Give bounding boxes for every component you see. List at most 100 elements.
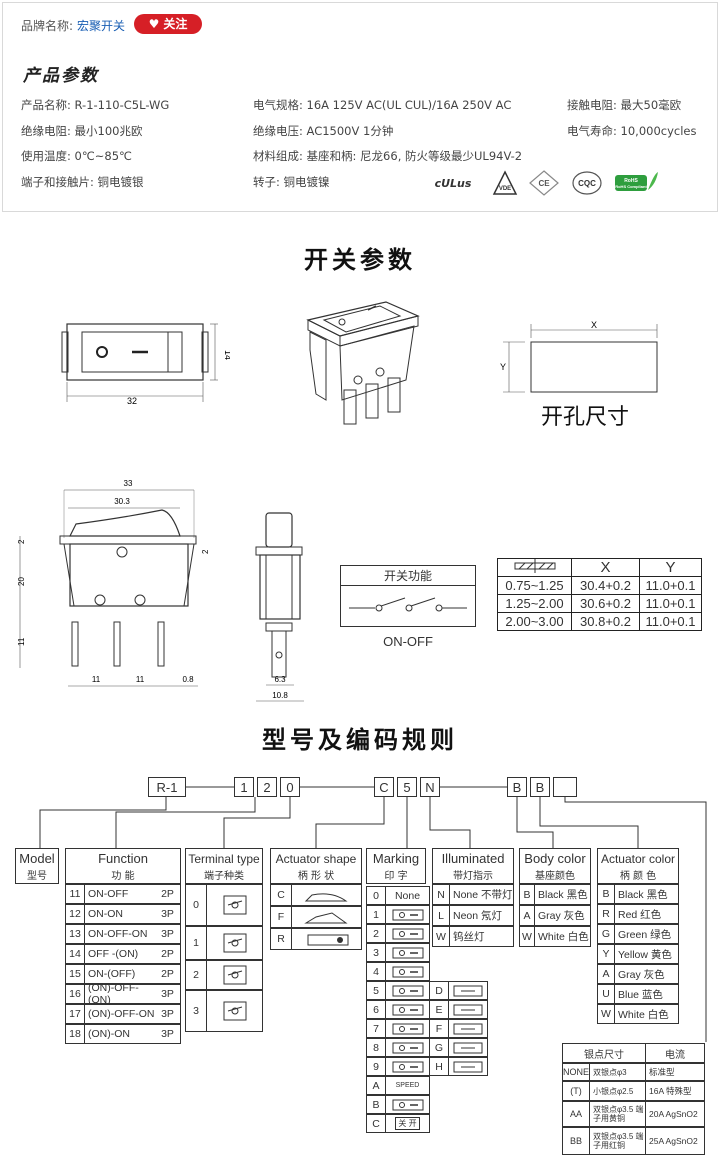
function-name: (ON)-OFF-(ON) [84,982,156,1006]
svg-text:14: 14 [223,350,230,360]
actuator-color-code: W [597,1004,615,1024]
svg-text:11: 11 [92,675,101,684]
actuator-color-name: Green 绿色 [614,924,679,944]
cul-us-logo: cULus [434,176,472,190]
silver-current: 16A 特殊型 [645,1081,705,1101]
side-view-drawing: 33 30.3 2 20 11 2 11 11 0.8 [17,479,210,687]
svg-text:RoHS: RoHS [624,178,638,184]
svg-text:X: X [591,320,597,330]
switch-section-title: 开关参数 [304,246,416,274]
function-code: 15 [65,964,85,984]
function-code: 17 [65,1004,85,1024]
function-name: ON-(OFF) [84,964,156,984]
param-insulation-resistance: 绝缘电阻: 最小100兆欧 [21,124,143,138]
illuminated-code: L [432,905,450,926]
param-insulation-voltage: 绝缘电压: AC1500V 1分钟 [253,124,394,138]
svg-text:VDE: VDE [499,186,511,192]
function-name: ON-OFF [84,884,156,904]
svg-text:0.8: 0.8 [182,675,194,684]
table-cell: 30.4+0.2 [571,576,640,595]
function-poles: 3P [155,1004,181,1024]
table-cell: 11.0+0.1 [639,576,702,595]
follow-label: 关注 [163,17,188,31]
body-color-name: Gray 灰色 [534,905,591,926]
table-cell: 11.0+0.1 [639,612,702,631]
silver-code: NONE [562,1063,590,1081]
actuator-color-code: B [597,884,615,904]
shape-code: F [270,906,292,928]
actuator-color-name: Gray 灰色 [614,964,679,984]
function-name: ON-ON [84,904,156,924]
silver-size: 小银点φ2.5 [589,1081,646,1101]
code-box-marking: 5 [397,777,417,797]
brand-label: 品牌名称: [21,19,74,33]
table-cell: 11.0+0.1 [639,594,702,613]
marking-code: G [429,1038,449,1057]
marking-code: C [366,1114,386,1133]
svg-text:30.3: 30.3 [114,497,130,506]
marking-code: 0 [366,886,386,905]
actuator-shape-icon [291,906,362,928]
terminal-diagram-icon [206,960,263,990]
code-box-shape: C [374,777,394,797]
terminal-diagram-icon [206,884,263,926]
marking-symbol: 关 开 [385,1114,430,1133]
svg-text:11: 11 [136,675,145,684]
function-code: 16 [65,984,85,1004]
function-poles: 2P [155,944,181,964]
table-cell: 0.75~1.25 [497,576,572,595]
marking-symbol: None [385,886,430,905]
code-box-model: R-1 [148,777,186,797]
function-poles: 2P [155,964,181,984]
code-box-actuator-color: B [530,777,550,797]
marking-symbol [385,981,430,1000]
param-material: 材料组成: 基座和柄: 尼龙66, 防火等级最少UL94V-2 [253,149,523,163]
actuator-color-name: White 白色 [614,1004,679,1024]
vde-logo: VDE [491,169,519,197]
function-code: 12 [65,904,85,924]
actuator-color-name: Red 红色 [614,904,679,924]
marking-symbol [385,905,430,924]
param-product-name: 产品名称: R-1-110-C5L-WG [21,98,170,112]
product-info-card: 品牌名称: 宏聚开关 ♥关注 产品参数 产品名称: R-1-110-C5L-WG… [2,2,718,212]
body-color-code: W [519,926,535,947]
function-poles: 3P [155,984,181,1004]
function-code: 11 [65,884,85,904]
function-code: 13 [65,924,85,944]
silver-size: 双银点φ3.5 端子用红铜 [589,1127,646,1155]
table-cell: 30.6+0.2 [571,594,640,613]
brand-name-link[interactable]: 宏聚开关 [77,19,126,33]
panel-thickness-header [497,558,572,577]
param-terminal: 端子和接触片: 铜电镀银 [21,175,144,189]
terminal-diagram-icon [206,926,263,960]
switch-function-value: ON-OFF [383,634,433,649]
params-title: 产品参数 [23,66,99,86]
hole-size-label: 开孔尺寸 [541,405,630,430]
heart-icon: ♥ [148,17,160,31]
silver-code: AA [562,1101,590,1127]
switch-function-title: 开关功能 [341,566,475,586]
marking-symbol [385,1057,430,1076]
silver-code: BB [562,1127,590,1155]
cqc-logo: CQC [571,169,603,197]
svg-text:11: 11 [17,637,26,646]
silver-header-current: 电流 [645,1043,705,1063]
function-poles: 3P [155,1024,181,1044]
ce-logo: CE [528,169,560,197]
svg-text:2: 2 [201,549,210,554]
coding-section-title: 型号及编码规则 [262,726,458,754]
svg-text:20: 20 [17,577,26,586]
follow-button[interactable]: ♥关注 [134,14,202,34]
marking-symbol: SPEED [385,1076,430,1095]
param-electrical-spec: 电气规格: 16A 125V AC(UL CUL)/16A 250V AC [253,98,512,112]
marking-code: 5 [366,981,386,1000]
code-box-illuminated: N [420,777,440,797]
body-color-name: White 白色 [534,926,591,947]
marking-code: E [429,1000,449,1019]
switch-symbol-icon [349,597,467,612]
